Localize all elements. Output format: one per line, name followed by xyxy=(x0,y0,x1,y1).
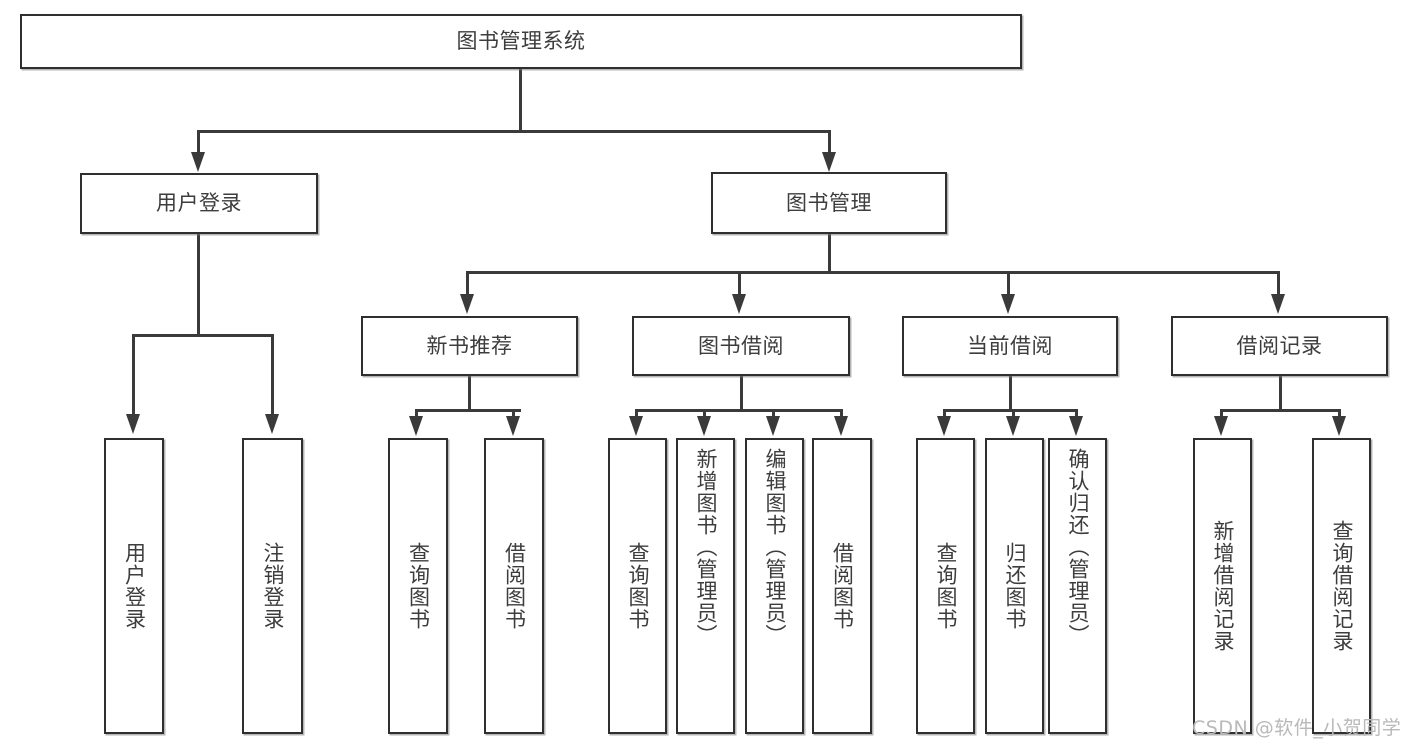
connector-book-borrow-child-4 xyxy=(840,409,843,419)
node-user-login[interactable]: 用户登录 xyxy=(80,173,318,234)
leaf-label: 查询图书 xyxy=(406,542,431,630)
connector-root-bar xyxy=(197,130,831,133)
arrow-to-borrow-record xyxy=(1271,294,1285,314)
connector-borrow-record-bar xyxy=(1220,409,1341,412)
connector-borrow-record-child-1 xyxy=(1220,409,1223,419)
arrow-book-borrow-child-1 xyxy=(629,416,643,436)
connector-new-book-child-1 xyxy=(415,409,418,419)
leaf-label: 注销登录 xyxy=(260,542,285,630)
arrow-book-borrow-child-3 xyxy=(766,416,780,436)
connector-new-book-bar xyxy=(415,409,521,412)
node-root-system[interactable]: 图书管理系统 xyxy=(20,14,1022,69)
leaf-borrow-book[interactable]: 借阅图书 xyxy=(812,438,872,734)
connector-book-borrow-bar xyxy=(635,409,842,412)
node-new-book-recommend[interactable]: 新书推荐 xyxy=(361,316,578,376)
leaf-confirm-return-admin[interactable]: 确认归还（管理员） xyxy=(1048,438,1107,734)
leaf-return-book[interactable]: 归还图书 xyxy=(985,438,1044,734)
leaf-borrow-book-recommend[interactable]: 借阅图书 xyxy=(484,438,544,734)
node-current-borrow[interactable]: 当前借阅 xyxy=(902,316,1118,376)
leaf-label: 确认归还（管理员） xyxy=(1065,448,1090,646)
leaf-label: 查询图书 xyxy=(933,542,958,630)
connector-current-borrow-child-3 xyxy=(1075,409,1078,419)
connector-new-book-child-2 xyxy=(512,409,515,419)
node-book-management[interactable]: 图书管理 xyxy=(711,172,947,234)
connector-new-book-stem xyxy=(468,375,471,411)
node-label: 图书管理 xyxy=(786,190,872,215)
arrow-current-borrow-child-2 xyxy=(1006,416,1020,436)
leaf-query-borrow-record[interactable]: 查询借阅记录 xyxy=(1312,438,1371,734)
arrow-borrow-record-child-2 xyxy=(1332,416,1346,436)
arrow-new-book-child-1 xyxy=(409,416,423,436)
connector-book-manage-stem xyxy=(828,233,831,273)
leaf-edit-book-admin[interactable]: 编辑图书（管理员） xyxy=(745,438,804,734)
leaf-query-book-recommend[interactable]: 查询图书 xyxy=(388,438,448,734)
connector-to-book-manage xyxy=(828,130,831,155)
connector-borrow-record-child-2 xyxy=(1338,409,1341,419)
leaf-label: 编辑图书（管理员） xyxy=(762,448,787,646)
leaf-label: 借阅图书 xyxy=(502,542,527,630)
leaf-add-book-admin[interactable]: 新增图书（管理员） xyxy=(676,438,735,734)
arrow-current-borrow-child-3 xyxy=(1069,416,1083,436)
connector-to-borrow-record xyxy=(1277,271,1280,296)
arrow-user-login-child-1 xyxy=(126,414,140,434)
connector-root-stem xyxy=(519,68,522,131)
arrow-borrow-record-child-1 xyxy=(1214,416,1228,436)
leaf-query-book-current[interactable]: 查询图书 xyxy=(916,438,975,734)
node-label: 新书推荐 xyxy=(426,333,513,358)
connector-current-borrow-child-1 xyxy=(943,409,946,419)
connector-borrow-record-stem xyxy=(1279,375,1282,411)
leaf-label: 新增图书（管理员） xyxy=(693,448,718,646)
arrow-to-book-borrow xyxy=(732,294,746,314)
leaf-add-borrow-record[interactable]: 新增借阅记录 xyxy=(1193,438,1252,734)
arrow-book-borrow-child-4 xyxy=(834,416,848,436)
node-label: 用户登录 xyxy=(156,191,242,216)
node-borrow-record[interactable]: 借阅记录 xyxy=(1171,316,1388,376)
node-label: 借阅记录 xyxy=(1236,333,1323,358)
leaf-logout[interactable]: 注销登录 xyxy=(242,438,303,734)
connector-current-borrow-child-2 xyxy=(1012,409,1015,419)
connector-to-book-borrow xyxy=(738,271,741,296)
arrow-user-login-child-2 xyxy=(265,414,279,434)
arrow-to-current-borrow xyxy=(1001,294,1015,314)
connector-user-login-bar xyxy=(132,334,274,337)
connector-book-borrow-child-2 xyxy=(703,409,706,419)
arrow-book-borrow-child-2 xyxy=(697,416,711,436)
connector-current-borrow-bar xyxy=(943,409,1077,412)
arrow-to-book-manage xyxy=(822,152,836,172)
connector-book-borrow-stem xyxy=(740,375,743,411)
leaf-label: 归还图书 xyxy=(1002,542,1027,630)
connector-to-new-book xyxy=(466,271,469,296)
connector-user-login-child-1 xyxy=(132,334,135,416)
arrow-to-new-book xyxy=(460,294,474,314)
node-label: 图书借阅 xyxy=(698,333,784,358)
leaf-label: 新增借阅记录 xyxy=(1210,520,1235,652)
node-label: 图书管理系统 xyxy=(456,29,586,54)
node-book-borrow[interactable]: 图书借阅 xyxy=(632,316,850,376)
connector-to-current-borrow xyxy=(1007,271,1010,296)
leaf-query-book-borrow[interactable]: 查询图书 xyxy=(608,438,667,734)
connector-book-manage-bar xyxy=(466,271,1280,274)
node-label: 当前借阅 xyxy=(967,333,1053,358)
connector-user-login-stem xyxy=(197,233,200,335)
connector-current-borrow-stem xyxy=(1009,375,1012,411)
arrow-new-book-child-2 xyxy=(506,416,520,436)
arrow-current-borrow-child-1 xyxy=(937,416,951,436)
connector-user-login-child-2 xyxy=(271,334,274,416)
leaf-label: 借阅图书 xyxy=(830,542,855,630)
connector-book-borrow-child-1 xyxy=(635,409,638,419)
leaf-label: 用户登录 xyxy=(122,542,147,630)
leaf-user-login[interactable]: 用户登录 xyxy=(104,438,164,734)
leaf-label: 查询借阅记录 xyxy=(1329,520,1354,652)
connector-to-user-login xyxy=(197,130,200,155)
watermark-text: CSDN @软件_小贺同学 xyxy=(1192,717,1402,739)
leaf-label: 查询图书 xyxy=(625,542,650,630)
arrow-to-user-login xyxy=(191,152,205,172)
connector-book-borrow-child-3 xyxy=(772,409,775,419)
